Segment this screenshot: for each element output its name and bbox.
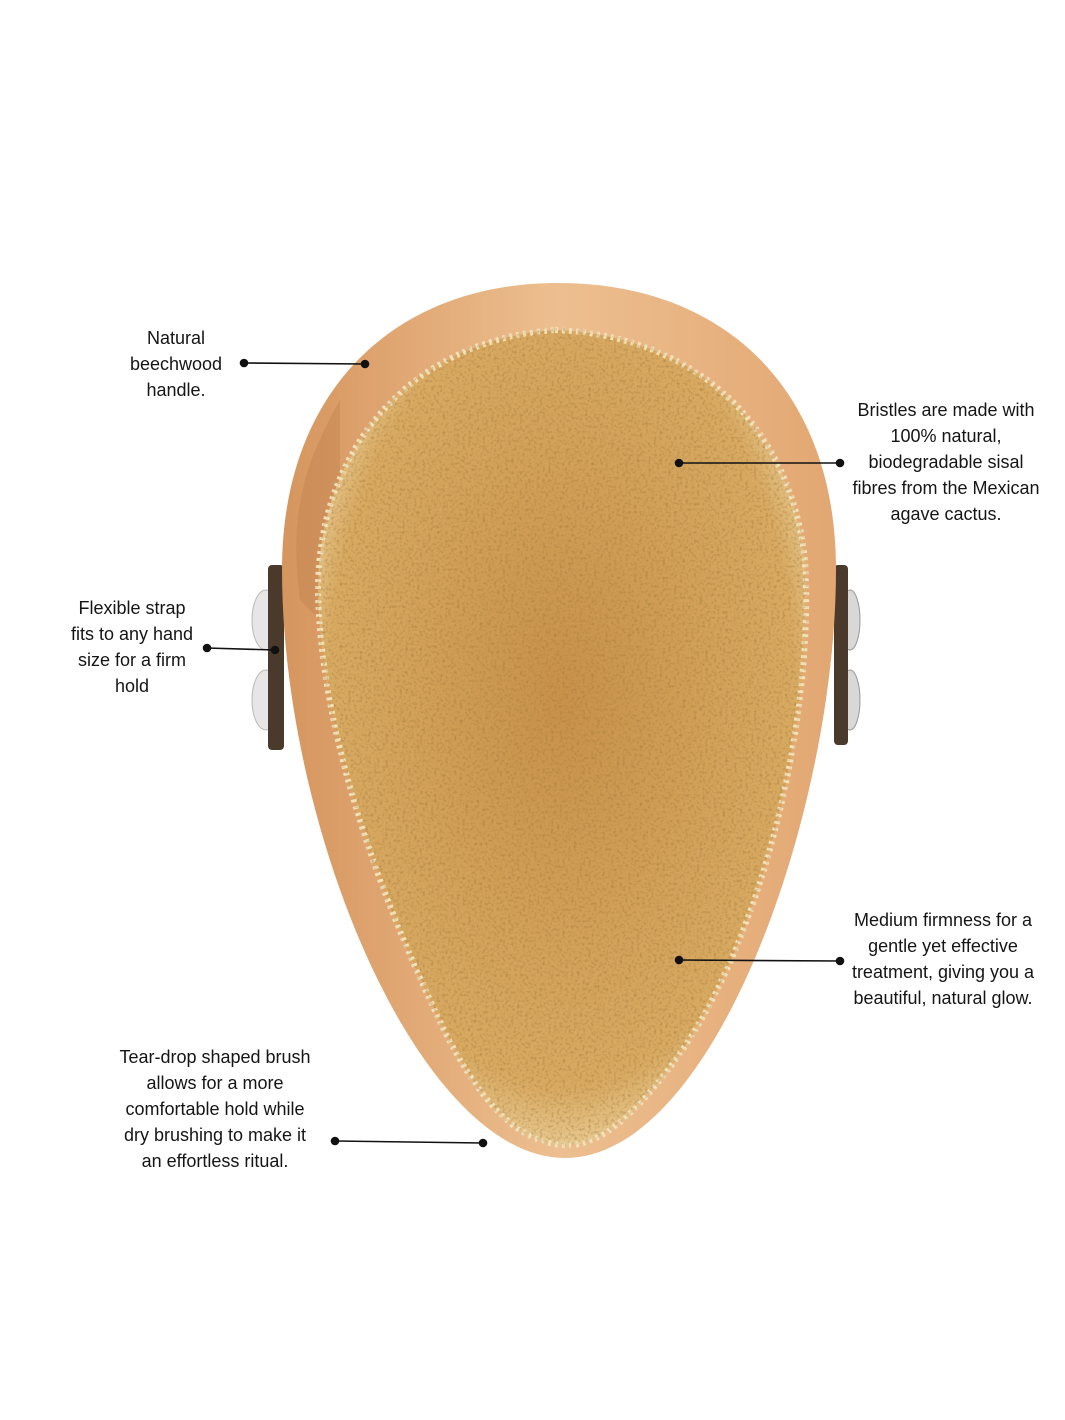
bristle-pad [314,326,810,1149]
strap-left [251,565,284,750]
callout-firmness: Medium firmness for a gentle yet effecti… [851,910,1035,1008]
callout-shape: Tear-drop shaped brush allows for a more… [119,1047,311,1171]
strap-right [834,565,861,745]
callout-bristles: Bristles are made with 100% natural, bio… [852,400,1040,524]
callout-strap: Flexible strap fits to any hand size for… [70,598,194,696]
callout-handle: Natural beechwood handle. [129,328,223,400]
leader-lines [202,358,845,1148]
